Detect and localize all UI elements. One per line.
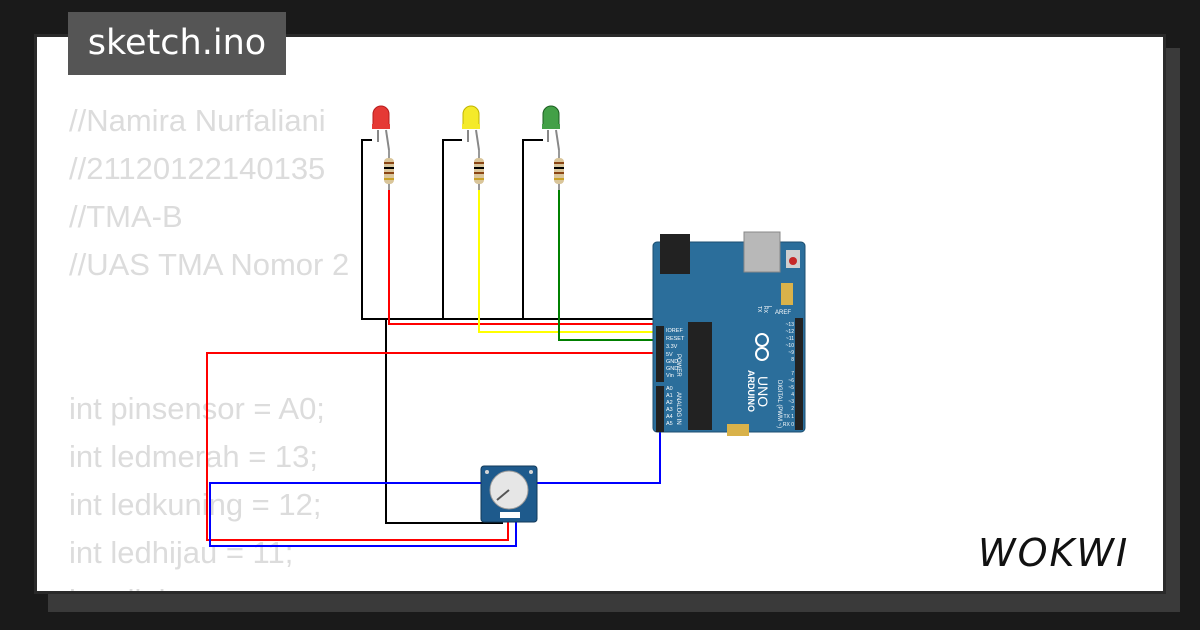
led-red[interactable] [372,105,390,151]
analog-header [656,386,664,432]
pin-label: GND [666,366,678,372]
pin-label: A5 [666,421,673,427]
code-line: int ledmerah = 13; [69,439,319,474]
pin-label: 8 [791,357,794,363]
code-line: //Namira Nurfaliani [69,103,326,138]
led-green[interactable] [542,105,560,151]
pin-label: ~11 [786,336,794,342]
resistor-yellow-led[interactable] [474,150,484,190]
digital-pin-labels: ~13 ~12 ~11 ~10 ~9 8 7 ~6 ~5 4 ~3 2 TX 1… [783,322,794,428]
power-pin-labels: IOREF RESET 3.3V 5V GND GND Vin [666,328,685,379]
board-brand: ARDUINO [746,370,756,412]
board-led-labels: L TX RX [756,306,772,314]
digital-header-label: DIGITAL (PWM ~) [776,380,782,428]
arduino-uno-board[interactable]: ARDUINO UNO POWER ANALOG IN DIGITAL (PWM… [652,231,806,436]
pin-label: ~6 [788,378,794,384]
pin-label: ~13 [786,322,795,328]
resistor-red-led[interactable] [384,150,394,190]
code-line: //21120122140135 [69,151,326,186]
dc-jack [660,234,690,274]
pin-label: GND [666,359,678,365]
pin-label: 3.3V [666,344,678,350]
aref-label: AREF [775,310,791,316]
pin-label: 2 [791,406,794,412]
pin-label: A4 [666,414,673,420]
pin-label: 4 [791,392,794,398]
led-label: TX [756,306,762,313]
led-yellow[interactable] [462,105,480,151]
pin-label: ~9 [788,350,794,356]
code-line: int pinsensor = A0; [69,391,325,426]
code-editor: //Namira Nurfaliani //21120122140135 //TMA… [69,97,350,591]
pin-label: IOREF [666,328,683,334]
pin-label: RX 0 [783,422,794,428]
pin-label: A2 [666,400,673,406]
code-line: int ledkuning = 12; [69,487,322,522]
pin-label: ~5 [788,385,794,391]
analog-header-label: ANALOG IN [675,392,681,425]
power-header [656,326,664,382]
arduino-logo-icon [755,333,769,347]
wire-black-led-green[interactable] [522,139,543,319]
pin-label: ~10 [786,343,795,349]
wire-black-led-yellow[interactable] [442,139,462,319]
pin-label: ~12 [786,329,795,335]
pin-label: Vin [666,373,674,379]
wokwi-logo-text: WOKWI [978,531,1129,575]
pin-label: 7 [791,371,794,377]
code-line: //TMA-B [69,199,183,234]
pin-label: RESET [666,336,685,342]
wire-red-5v-pot[interactable] [206,352,662,541]
usb-port [743,231,781,273]
code-line: //UAS TMA Nomor 2 [69,247,350,282]
file-tab[interactable]: sketch.ino [68,12,286,75]
microcontroller-chip [688,322,712,430]
code-line: int ledhijau = 11; [69,535,294,570]
icsp-header [727,424,749,436]
power-header-label: POWER [675,354,681,377]
preview-card: //Namira Nurfaliani //21120122140135 //TMA… [34,34,1166,594]
wokwi-logo: WOKWI [978,531,1129,575]
pin-label: ~3 [788,399,794,405]
code-line: int nilai; [69,577,349,591]
led-label: RX [762,306,768,314]
pin-label: A1 [666,393,673,399]
resistor-green-led[interactable] [554,150,564,190]
pin-label: A0 [666,386,673,392]
analog-pin-labels: A0 A1 A2 A3 A4 A5 [666,386,673,427]
digital-header [795,318,803,430]
pin-label: TX 1 [783,414,794,420]
board-name: UNO [755,376,771,407]
led-label: L [766,306,772,309]
potentiometer[interactable] [480,465,538,523]
pin-label: A3 [666,407,673,413]
pin-label: 5V [666,352,673,358]
